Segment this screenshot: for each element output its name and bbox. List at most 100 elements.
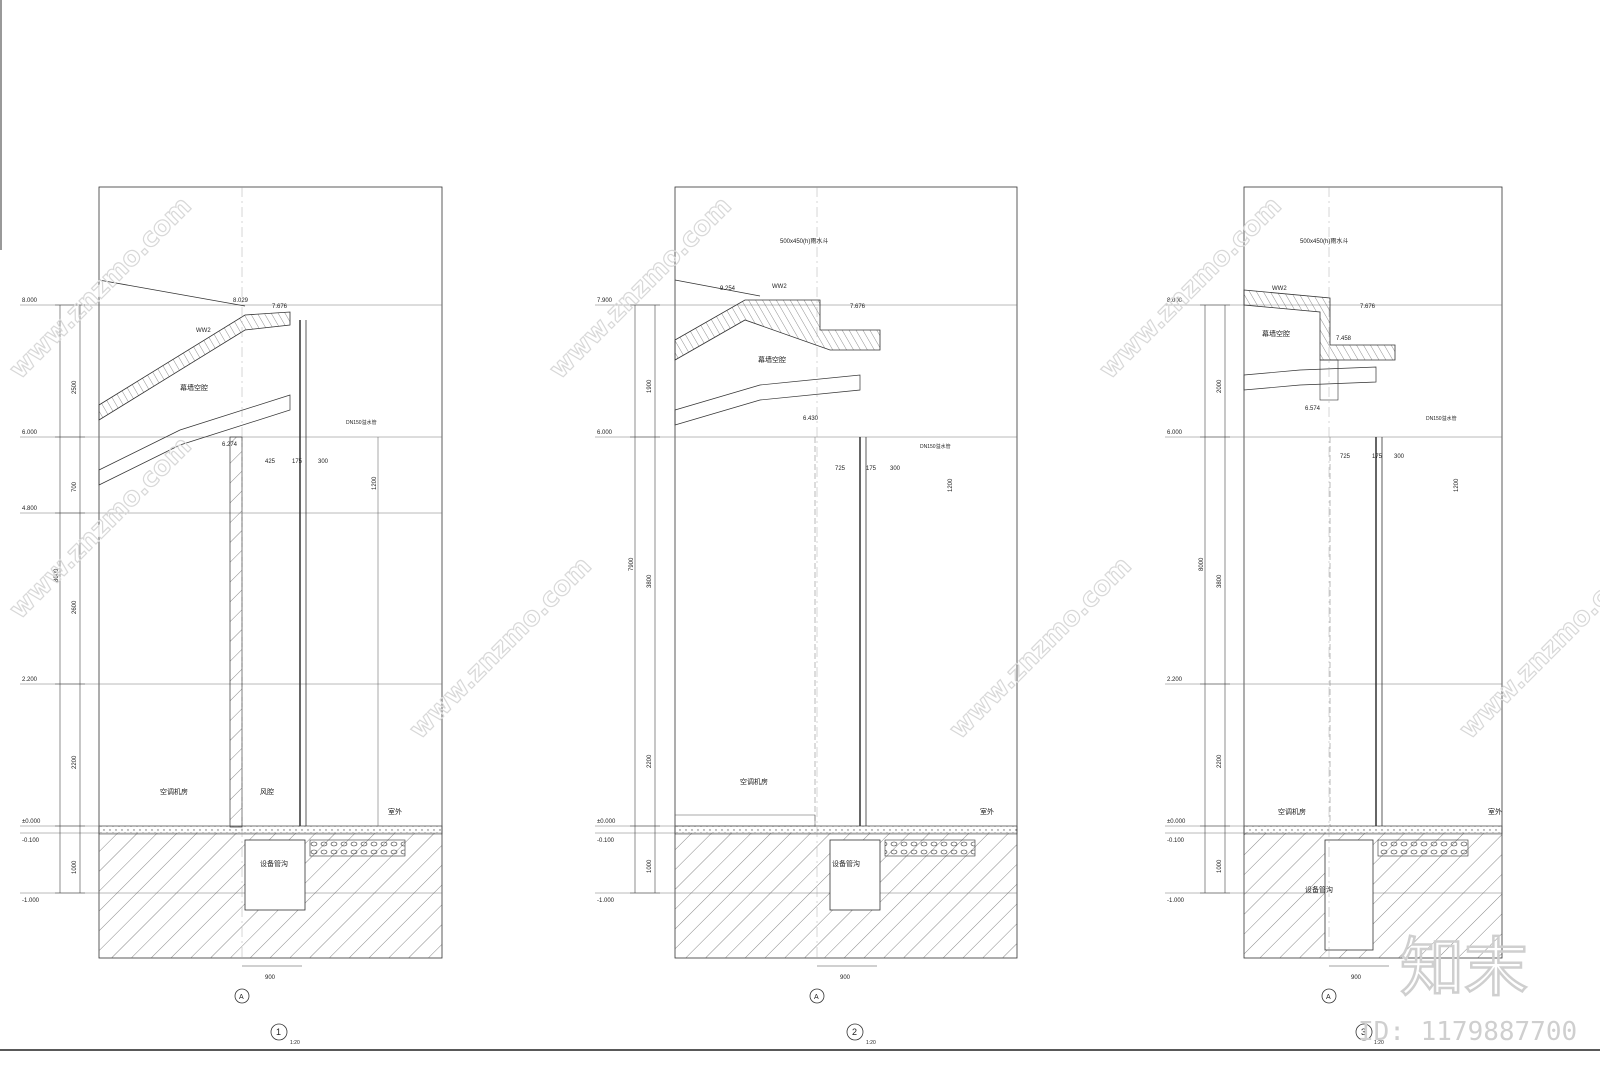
floor-slab [1243,825,1503,835]
dim-text: 2500 [72,380,78,394]
lower-roof-slab [98,394,291,486]
detail-number-bubble [846,1023,864,1041]
void-label: 幕墙空腔 [758,355,786,364]
equipment-trench [1324,839,1374,951]
void-label: 幕墙空腔 [1262,329,1290,338]
dim-text: 2000 [1217,379,1223,393]
room-label: 空调机房 [740,777,768,786]
dim-text: 1900 [647,379,653,393]
watermark-text: www.znzmo.com [1454,551,1600,745]
void-label: 幕墙空腔 [180,383,208,392]
level-label: 2.200 [22,677,38,683]
level-label: 8.000 [22,298,38,304]
louver-label: 500x450(h)雨水斗 [1300,237,1348,245]
trench-label: 设备管沟 [832,859,860,868]
top-level: 7.676 [272,304,288,310]
level-label: 2.200 [1167,677,1183,683]
sloped-roof [98,311,291,421]
ww-label: WW2 [772,284,787,290]
level-label: -1.000 [22,898,40,904]
axis-label: A [239,994,244,1001]
vertical-dimension-chain [1200,304,1230,894]
shaft-label: 风腔 [260,787,274,796]
dim-text: 175 [292,459,303,465]
detail-number-bubble [1355,1023,1373,1041]
outside-label: 室外 [980,807,994,816]
room-label: 空调机房 [160,787,188,796]
level-label: 8.000 [1167,298,1183,304]
lower-roof-slab [1243,366,1377,391]
axis-label: A [814,994,819,1001]
watermark-text: www.znzmo.com [404,551,598,745]
level-label: 6.000 [22,430,38,436]
roof-parapet [1243,289,1396,361]
equipment-trench [829,839,881,911]
dim-text: 725 [1340,454,1351,460]
axis-bubble [234,988,250,1004]
dim-text: 725 [835,466,846,472]
level-label: 6.000 [597,430,613,436]
dim-text: 1200 [1454,478,1460,492]
vertical-dimension-chain [55,304,85,894]
dim-text: 900 [1351,975,1362,981]
watermark-text: www.znzmo.com [4,431,198,625]
watermark-text: www.znzmo.com [1094,191,1288,385]
floor-slab [98,825,443,835]
concrete-wall [229,436,243,828]
dim-text: 2200 [647,754,653,768]
trench-label: 设备管沟 [260,859,288,868]
detail-scale: 1:20 [290,1040,300,1046]
dim-text: 300 [1394,454,1405,460]
detail-number: 3 [1361,1027,1366,1037]
louver-label: 500x450(h)雨水斗 [780,237,828,245]
mid-level: 6.430 [803,416,819,422]
vertical-dimension-chain [630,304,660,894]
axis-bubble [809,988,825,1004]
level-label: ±0.000 [22,819,41,825]
outside-label: 室外 [1488,807,1502,816]
axis-label: A [1326,994,1331,1001]
axis-bubble [1321,988,1337,1004]
level-label: -0.100 [22,838,40,844]
drain-label: DN150溢水管 [920,443,951,450]
dim-text: 1000 [1217,859,1223,873]
dim-text: 175 [1372,454,1383,460]
top-level: 7.676 [850,304,866,310]
gravel-bed [309,839,406,857]
level-label: ±0.000 [1167,819,1186,825]
slope-level: 7.676 [1360,304,1376,310]
dim-text: 900 [840,975,851,981]
mid-level: 6.574 [1305,406,1321,412]
slope-level: 9.254 [720,286,736,292]
watermark-text: www.znzmo.com [544,191,738,385]
gutter-box [1319,359,1339,401]
floor-base [674,814,816,827]
dim-text: 2200 [72,755,78,769]
watermark-text: www.znzmo.com [944,551,1138,745]
roof-line [674,279,761,297]
detail-number: 2 [852,1027,857,1037]
lower-roof-slab [674,374,861,426]
dim-text: 900 [265,975,276,981]
detail-scale: 1:20 [1374,1040,1384,1046]
ww-label: WW2 [196,328,211,334]
dim-text: 3800 [1217,574,1223,588]
level-label: ±0.000 [597,819,616,825]
drain-label: DN150溢水管 [1426,415,1457,422]
dim-text: 1000 [72,860,78,874]
section-detail-2: 7.900 6.000 ±0.000 -0.100 -1.000 9.254 7… [595,186,1018,1046]
section-detail-3: 8.000 6.000 2.200 ±0.000 -0.100 -1.000 7… [1165,186,1503,1046]
dim-text: 425 [265,459,276,465]
detail-scale: 1:20 [866,1040,876,1046]
level-lines [1165,304,1502,894]
level-label: -0.100 [597,838,615,844]
gravel-bed [884,839,976,857]
floor-slab [674,825,1018,835]
level-label: 7.900 [597,298,613,304]
level-label: 4.800 [22,506,38,512]
dim-text: 2600 [72,600,78,614]
dim-text: 7900 [629,557,635,571]
level-label: -1.000 [597,898,615,904]
outside-label: 室外 [388,807,402,816]
